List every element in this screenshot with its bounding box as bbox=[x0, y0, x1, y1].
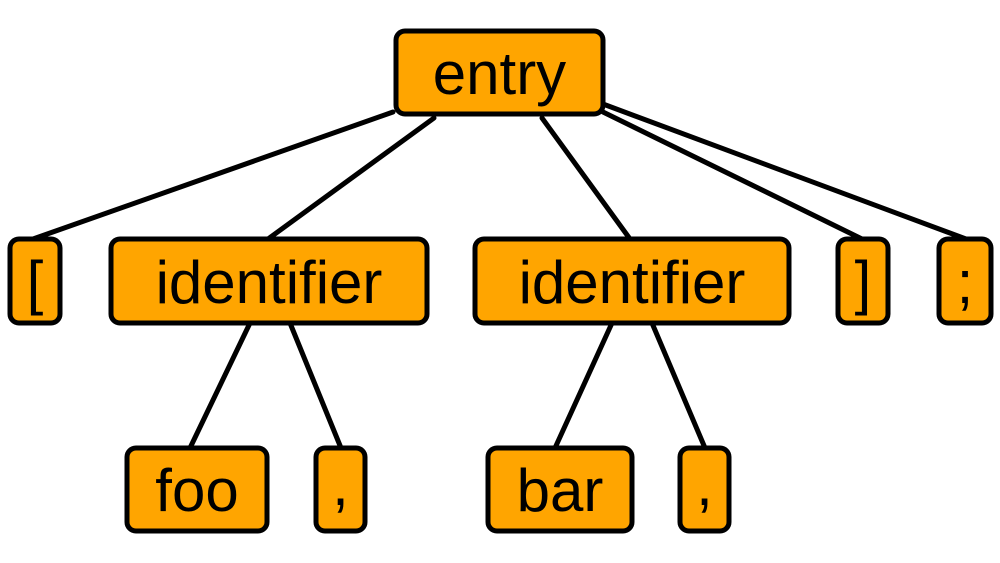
node-comma-1-label: , bbox=[332, 451, 349, 518]
node-comma-2-box bbox=[677, 445, 732, 534]
node-identifier-2: identifier bbox=[472, 236, 792, 326]
edge-entry-semicolon bbox=[600, 101, 969, 242]
node-foo-box bbox=[124, 445, 270, 534]
node-identifier-1: identifier bbox=[108, 236, 430, 326]
node-semicolon: ; bbox=[936, 236, 994, 326]
node-close-bracket-label: ] bbox=[855, 249, 872, 316]
node-comma-2-label: , bbox=[696, 451, 713, 518]
node-comma-1: , bbox=[313, 445, 368, 534]
edge-entry-close-bracket bbox=[600, 109, 865, 242]
edge-identifier-2-bar bbox=[552, 320, 615, 451]
node-foo-label: foo bbox=[155, 457, 238, 524]
node-close-bracket-box bbox=[835, 236, 891, 326]
node-entry-label: entry bbox=[433, 40, 566, 107]
edge-identifier-1-comma bbox=[287, 320, 344, 451]
node-identifier-2-box bbox=[472, 236, 792, 326]
node-comma-2: , bbox=[677, 445, 732, 534]
edge-entry-identifier-2 bbox=[539, 115, 633, 242]
node-open-bracket: [ bbox=[7, 236, 63, 326]
node-comma-1-box bbox=[313, 445, 368, 534]
node-entry: entry bbox=[393, 28, 606, 117]
edge-entry-open-bracket bbox=[30, 109, 396, 242]
node-open-bracket-label: [ bbox=[27, 249, 44, 316]
node-bar-box bbox=[485, 445, 635, 534]
edge-identifier-1-foo bbox=[187, 320, 253, 451]
tree-edges bbox=[30, 101, 969, 451]
node-semicolon-label: ; bbox=[957, 249, 974, 316]
node-close-bracket: ] bbox=[835, 236, 891, 326]
node-entry-box bbox=[393, 28, 606, 117]
node-open-bracket-box bbox=[7, 236, 63, 326]
node-foo: foo bbox=[124, 445, 270, 534]
node-semicolon-box bbox=[936, 236, 994, 326]
edge-identifier-2-comma bbox=[649, 320, 708, 451]
node-identifier-1-label: identifier bbox=[156, 249, 383, 316]
node-identifier-2-label: identifier bbox=[519, 249, 746, 316]
node-bar: bar bbox=[485, 445, 635, 534]
node-identifier-1-box bbox=[108, 236, 430, 326]
node-bar-label: bar bbox=[517, 457, 604, 524]
edge-entry-identifier-1 bbox=[265, 115, 437, 242]
